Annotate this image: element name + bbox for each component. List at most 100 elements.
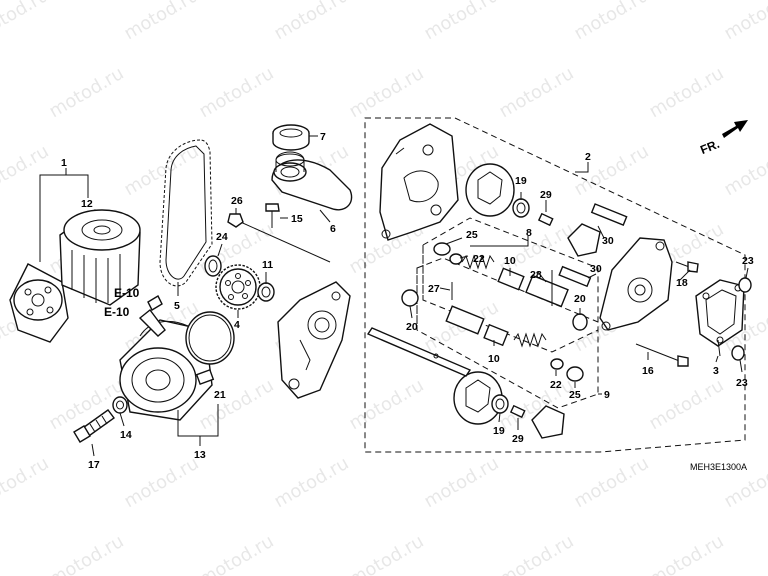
watermark-text: motod.ru (645, 375, 727, 434)
callout-23-lower: 23 (736, 377, 748, 389)
watermark-text: motod.ru (345, 531, 427, 576)
callout-21: 21 (214, 389, 226, 401)
callout-29-lower: 29 (512, 433, 524, 445)
diagram-code: MEH3E1300A (690, 462, 747, 472)
pin-29-upper (537, 212, 554, 227)
callout-22-upper: 22 (473, 253, 485, 265)
watermark-text: motod.ru (345, 63, 427, 122)
watermark-text: motod.ru (120, 141, 202, 200)
rotor-ring-19-lower (491, 394, 509, 414)
o-ring-20-upper (572, 313, 588, 331)
pump-body-left (277, 281, 351, 399)
dowel-pin-30-upper (590, 203, 628, 226)
o-ring-20-left (401, 289, 419, 307)
callout-26: 26 (231, 195, 243, 207)
dowel-23-lower (731, 345, 745, 361)
callout-8: 8 (526, 227, 532, 239)
pump-cover-right (599, 237, 673, 331)
piston-10-lower-b (483, 323, 509, 347)
watermark-text: motod.ru (420, 0, 502, 44)
sprocket-washer (204, 255, 222, 277)
watermark-text: motod.ru (570, 453, 652, 512)
leader-lines (39, 135, 749, 457)
rotor-ring-19-upper (512, 198, 530, 218)
pin-29-lower (509, 404, 526, 419)
callout-7: 7 (320, 131, 326, 143)
callout-27: 27 (428, 283, 440, 295)
watermark-text: motod.ru (45, 63, 127, 122)
callout-1: 1 (61, 157, 67, 169)
callout-2: 2 (585, 151, 591, 163)
callout-17: 17 (88, 459, 100, 471)
pump-body-upper (379, 123, 459, 241)
reference-e10-lower: E-10 (104, 305, 130, 319)
callout-10-upper: 10 (504, 255, 516, 267)
inner-rotor-lower (531, 405, 565, 439)
watermark-text: motod.ru (645, 531, 727, 576)
watermark-text: motod.ru (0, 0, 52, 44)
front-direction-arrow (722, 120, 748, 138)
dowel-pin-30-lower (558, 265, 592, 288)
watermark-text: motod.ru (0, 453, 52, 512)
callout-4: 4 (234, 319, 240, 331)
callout-30-lower: 30 (590, 263, 602, 275)
pump-shaft (366, 327, 472, 377)
long-bolt (227, 213, 331, 263)
callout-16: 16 (642, 365, 654, 377)
watermark-text: motod.ru (495, 531, 577, 576)
callout-14: 14 (120, 429, 132, 441)
strainer-seal (272, 124, 310, 151)
watermark-text: motod.ru (195, 63, 277, 122)
washer-22-upper (449, 253, 463, 265)
watermark-text: motod.ru (270, 0, 352, 44)
spring-lower (513, 332, 547, 348)
watermark-text: motod.ru (120, 0, 202, 44)
piston-10-lower-a (445, 305, 485, 335)
callout-24: 24 (216, 231, 228, 243)
watermark-text: motod.ru (720, 141, 768, 200)
oil-strainer (271, 151, 353, 211)
watermark-text: motod.ru (720, 0, 768, 44)
cooler-hose-fittings (138, 295, 166, 337)
callout-18: 18 (676, 277, 688, 289)
callout-13: 13 (194, 449, 206, 461)
center-bolt-washer (112, 396, 128, 414)
relief-valve-body-28 (525, 270, 569, 308)
pump-assembly-outline (364, 117, 746, 453)
pump-gasket (695, 279, 745, 347)
oil-pump-chain (159, 139, 213, 287)
callout-3: 3 (713, 365, 719, 377)
callout-20-left: 20 (406, 321, 418, 333)
watermark-text: motod.ru (195, 531, 277, 576)
callout-25-lower: 25 (569, 389, 581, 401)
needle-bearing (257, 282, 275, 302)
callout-15: 15 (291, 213, 303, 225)
callout-11: 11 (262, 259, 273, 271)
watermark-text: motod.ru (645, 63, 727, 122)
oil-filter-cap (9, 263, 69, 343)
outer-rotor-upper (465, 163, 515, 217)
callout-labels: 1 2 3 4 5 6 7 8 9 10 10 11 12 13 14 15 1… (61, 131, 754, 472)
callout-6: 6 (330, 223, 336, 235)
oil-cooler-center-bolt (73, 409, 115, 443)
callout-12: 12 (81, 198, 93, 210)
callout-9: 9 (604, 389, 610, 401)
front-direction-label: FR. (698, 137, 721, 157)
pin-3 (717, 339, 721, 357)
bolt-18 (675, 261, 699, 273)
callout-23-upper: 23 (742, 255, 754, 267)
watermark-text: motod.ru (420, 453, 502, 512)
piston-10-upper (497, 267, 525, 291)
bolt-16 (635, 343, 689, 367)
o-ring-25-upper (433, 242, 451, 256)
washer-22-lower (550, 358, 564, 370)
o-ring-25-lower (566, 366, 584, 382)
reference-e10-upper: E-10 (114, 286, 140, 300)
callout-19-upper: 19 (515, 175, 527, 187)
watermark-text: motod.ru (570, 0, 652, 44)
spring-upper (461, 254, 495, 270)
callout-19-lower: 19 (493, 425, 505, 437)
callout-28: 28 (530, 269, 542, 281)
oil-filter-cartridge (59, 209, 141, 306)
